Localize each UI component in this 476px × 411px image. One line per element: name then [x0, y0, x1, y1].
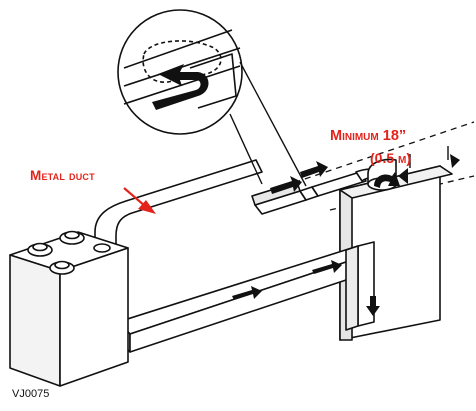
minimum-clearance-label: Minimum 18”: [330, 128, 407, 144]
airflow-arrow-icon: [232, 286, 262, 300]
airflow-arrows: [232, 161, 400, 316]
callout-arrow-icon: [138, 200, 156, 214]
minimum-clearance-metric-label: (0.5 m): [370, 150, 412, 166]
ventilator-unit: [9, 230, 129, 387]
callout-arrows: [123, 187, 156, 214]
airflow-arrow-icon: [270, 176, 302, 194]
detail-magnifier: [117, 9, 243, 135]
minimum-dimension: [398, 146, 460, 184]
airflow-arrow-icon: [374, 172, 400, 188]
figure-code: VJ0075: [12, 388, 50, 400]
airflow-arrow-icon: [152, 64, 209, 110]
return-duct: [117, 241, 375, 353]
dimension-arrow-icon: [398, 168, 408, 184]
dimension-arrow-icon: [450, 154, 460, 168]
magnifier-leaders: [229, 61, 307, 187]
airflow-arrow-icon: [366, 296, 380, 316]
airflow-arrow-icon: [300, 161, 328, 178]
ventilator-ports: [27, 230, 111, 275]
airflow-arrow-icon: [312, 260, 342, 274]
metal-duct-label: Metal duct: [30, 168, 95, 183]
